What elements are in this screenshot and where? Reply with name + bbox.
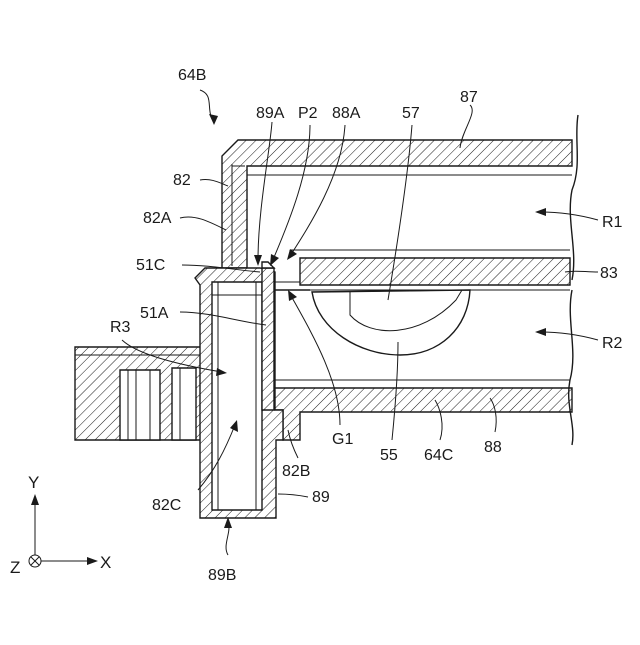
- bowl-55: [312, 290, 470, 355]
- arrow-64B: [209, 114, 218, 125]
- label-57: 57: [402, 105, 420, 122]
- arrow-P2: [270, 254, 279, 266]
- partition-83: [300, 258, 570, 285]
- arrow-R1: [535, 208, 546, 216]
- label-89A: 89A: [256, 105, 285, 122]
- label-82C: 82C: [152, 497, 181, 514]
- label-G1: G1: [332, 431, 353, 448]
- label-82A: 82A: [143, 210, 172, 227]
- label-88A: 88A: [332, 105, 361, 122]
- arrow-R2: [535, 328, 546, 336]
- label-88: 88: [484, 439, 502, 456]
- label-89B: 89B: [208, 567, 236, 584]
- axis-label-y: Y: [28, 473, 39, 492]
- top-wall-87: [222, 140, 572, 268]
- fin-2: [172, 368, 196, 440]
- leader-89: [278, 494, 308, 497]
- leader-83: [565, 271, 598, 272]
- axis-label-z: Z: [10, 558, 20, 577]
- label-89: 89: [312, 489, 330, 506]
- label-R2: R2: [602, 335, 623, 352]
- coordinate-axes: Y X Z: [10, 473, 111, 577]
- label-82B: 82B: [282, 463, 310, 480]
- label-R1: R1: [602, 214, 623, 231]
- leader-R1: [540, 212, 598, 220]
- axis-label-x: X: [100, 553, 111, 572]
- label-R3: R3: [110, 319, 131, 336]
- label-P2: P2: [298, 105, 318, 122]
- plate-51A: [262, 268, 274, 410]
- label-82: 82: [173, 172, 191, 189]
- label-51C: 51C: [136, 257, 165, 274]
- y-axis-arrow: [31, 494, 39, 505]
- label-64C: 64C: [424, 447, 453, 464]
- leader-R2: [540, 332, 598, 340]
- fin-1: [120, 370, 160, 440]
- label-87: 87: [460, 89, 478, 106]
- label-51A: 51A: [140, 305, 169, 322]
- x-axis-arrow: [87, 557, 98, 565]
- arrow-88A: [287, 249, 297, 260]
- leader-82A: [180, 217, 226, 230]
- arrow-89A: [254, 255, 262, 266]
- label-55: 55: [380, 447, 398, 464]
- label-83: 83: [600, 265, 618, 282]
- label-64B: 64B: [178, 67, 206, 84]
- bottom-wall-88: [270, 388, 572, 440]
- break-line-bottom: [569, 290, 573, 445]
